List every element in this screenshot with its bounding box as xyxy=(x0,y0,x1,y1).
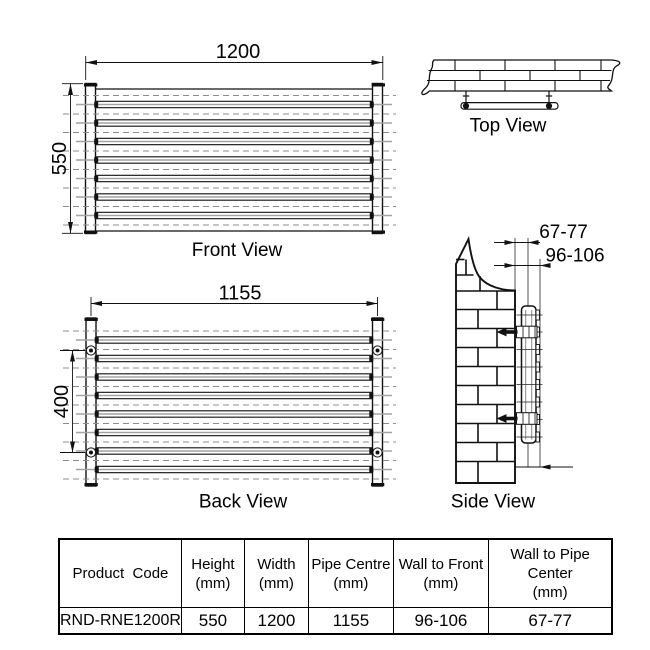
back-view-label: Back View xyxy=(199,492,288,513)
technical-drawing: 1200 550 Front View Top View xyxy=(49,41,621,513)
top-view-label: Top View xyxy=(470,116,547,137)
side-bottom-leader xyxy=(515,464,573,470)
cell-wall-to-front: 96-106 xyxy=(392,607,489,635)
mounting-holes xyxy=(85,345,383,458)
front-width-value: 1200 xyxy=(216,41,261,63)
top-view-radiator-profile xyxy=(460,101,559,110)
spec-table: Product Code Height(mm) Width(mm) Pipe C… xyxy=(58,538,614,635)
front-width-dimension xyxy=(85,56,384,80)
spec-table-header-row: Product Code Height(mm) Width(mm) Pipe C… xyxy=(58,538,613,608)
side-view-radiator-profile xyxy=(520,305,537,444)
side-view-bracket-bottom xyxy=(496,412,538,425)
front-view-label: Front View xyxy=(192,240,283,261)
front-view-drawing xyxy=(62,56,396,235)
side-view-label: Side View xyxy=(451,492,535,513)
side-wall-to-front-value: 96-106 xyxy=(545,246,604,267)
cell-product-code: RND-RNE1200R xyxy=(58,607,182,635)
side-view-bracket-top xyxy=(496,325,538,339)
back-pipe-centre-dimension xyxy=(90,297,378,316)
back-bracket-value: 400 xyxy=(51,385,73,418)
cell-wall-to-pipe-center: 67-77 xyxy=(487,607,613,635)
top-view-drawing xyxy=(421,59,621,110)
cell-pipe-centre: 1155 xyxy=(307,607,394,635)
back-pipe-centre-value: 1155 xyxy=(218,283,261,305)
front-height-dimension xyxy=(62,83,83,234)
front-height-value: 550 xyxy=(49,142,71,175)
spec-table-data-row: RND-RNE1200R 550 1200 1155 96-106 67-77 xyxy=(58,607,613,635)
side-view-drawing xyxy=(455,235,573,484)
header-pipe-centre: Pipe Centre(mm) xyxy=(307,538,394,608)
cell-width: 1200 xyxy=(243,607,309,635)
header-width: Width(mm) xyxy=(243,538,309,608)
side-wall-to-front-dimension xyxy=(494,263,551,268)
side-wall-to-pipe-dimension xyxy=(494,240,540,245)
back-view-drawing xyxy=(60,297,396,487)
side-wall-to-pipe-value: 67-77 xyxy=(539,222,588,243)
top-view-brackets xyxy=(462,91,553,103)
header-product-code: Product Code xyxy=(58,538,182,608)
cell-height: 550 xyxy=(180,607,245,635)
header-wall-to-front: Wall to Front(mm) xyxy=(392,538,489,608)
header-height: Height(mm) xyxy=(180,538,245,608)
back-bracket-dimension xyxy=(60,350,85,453)
top-view-wall xyxy=(421,59,621,96)
